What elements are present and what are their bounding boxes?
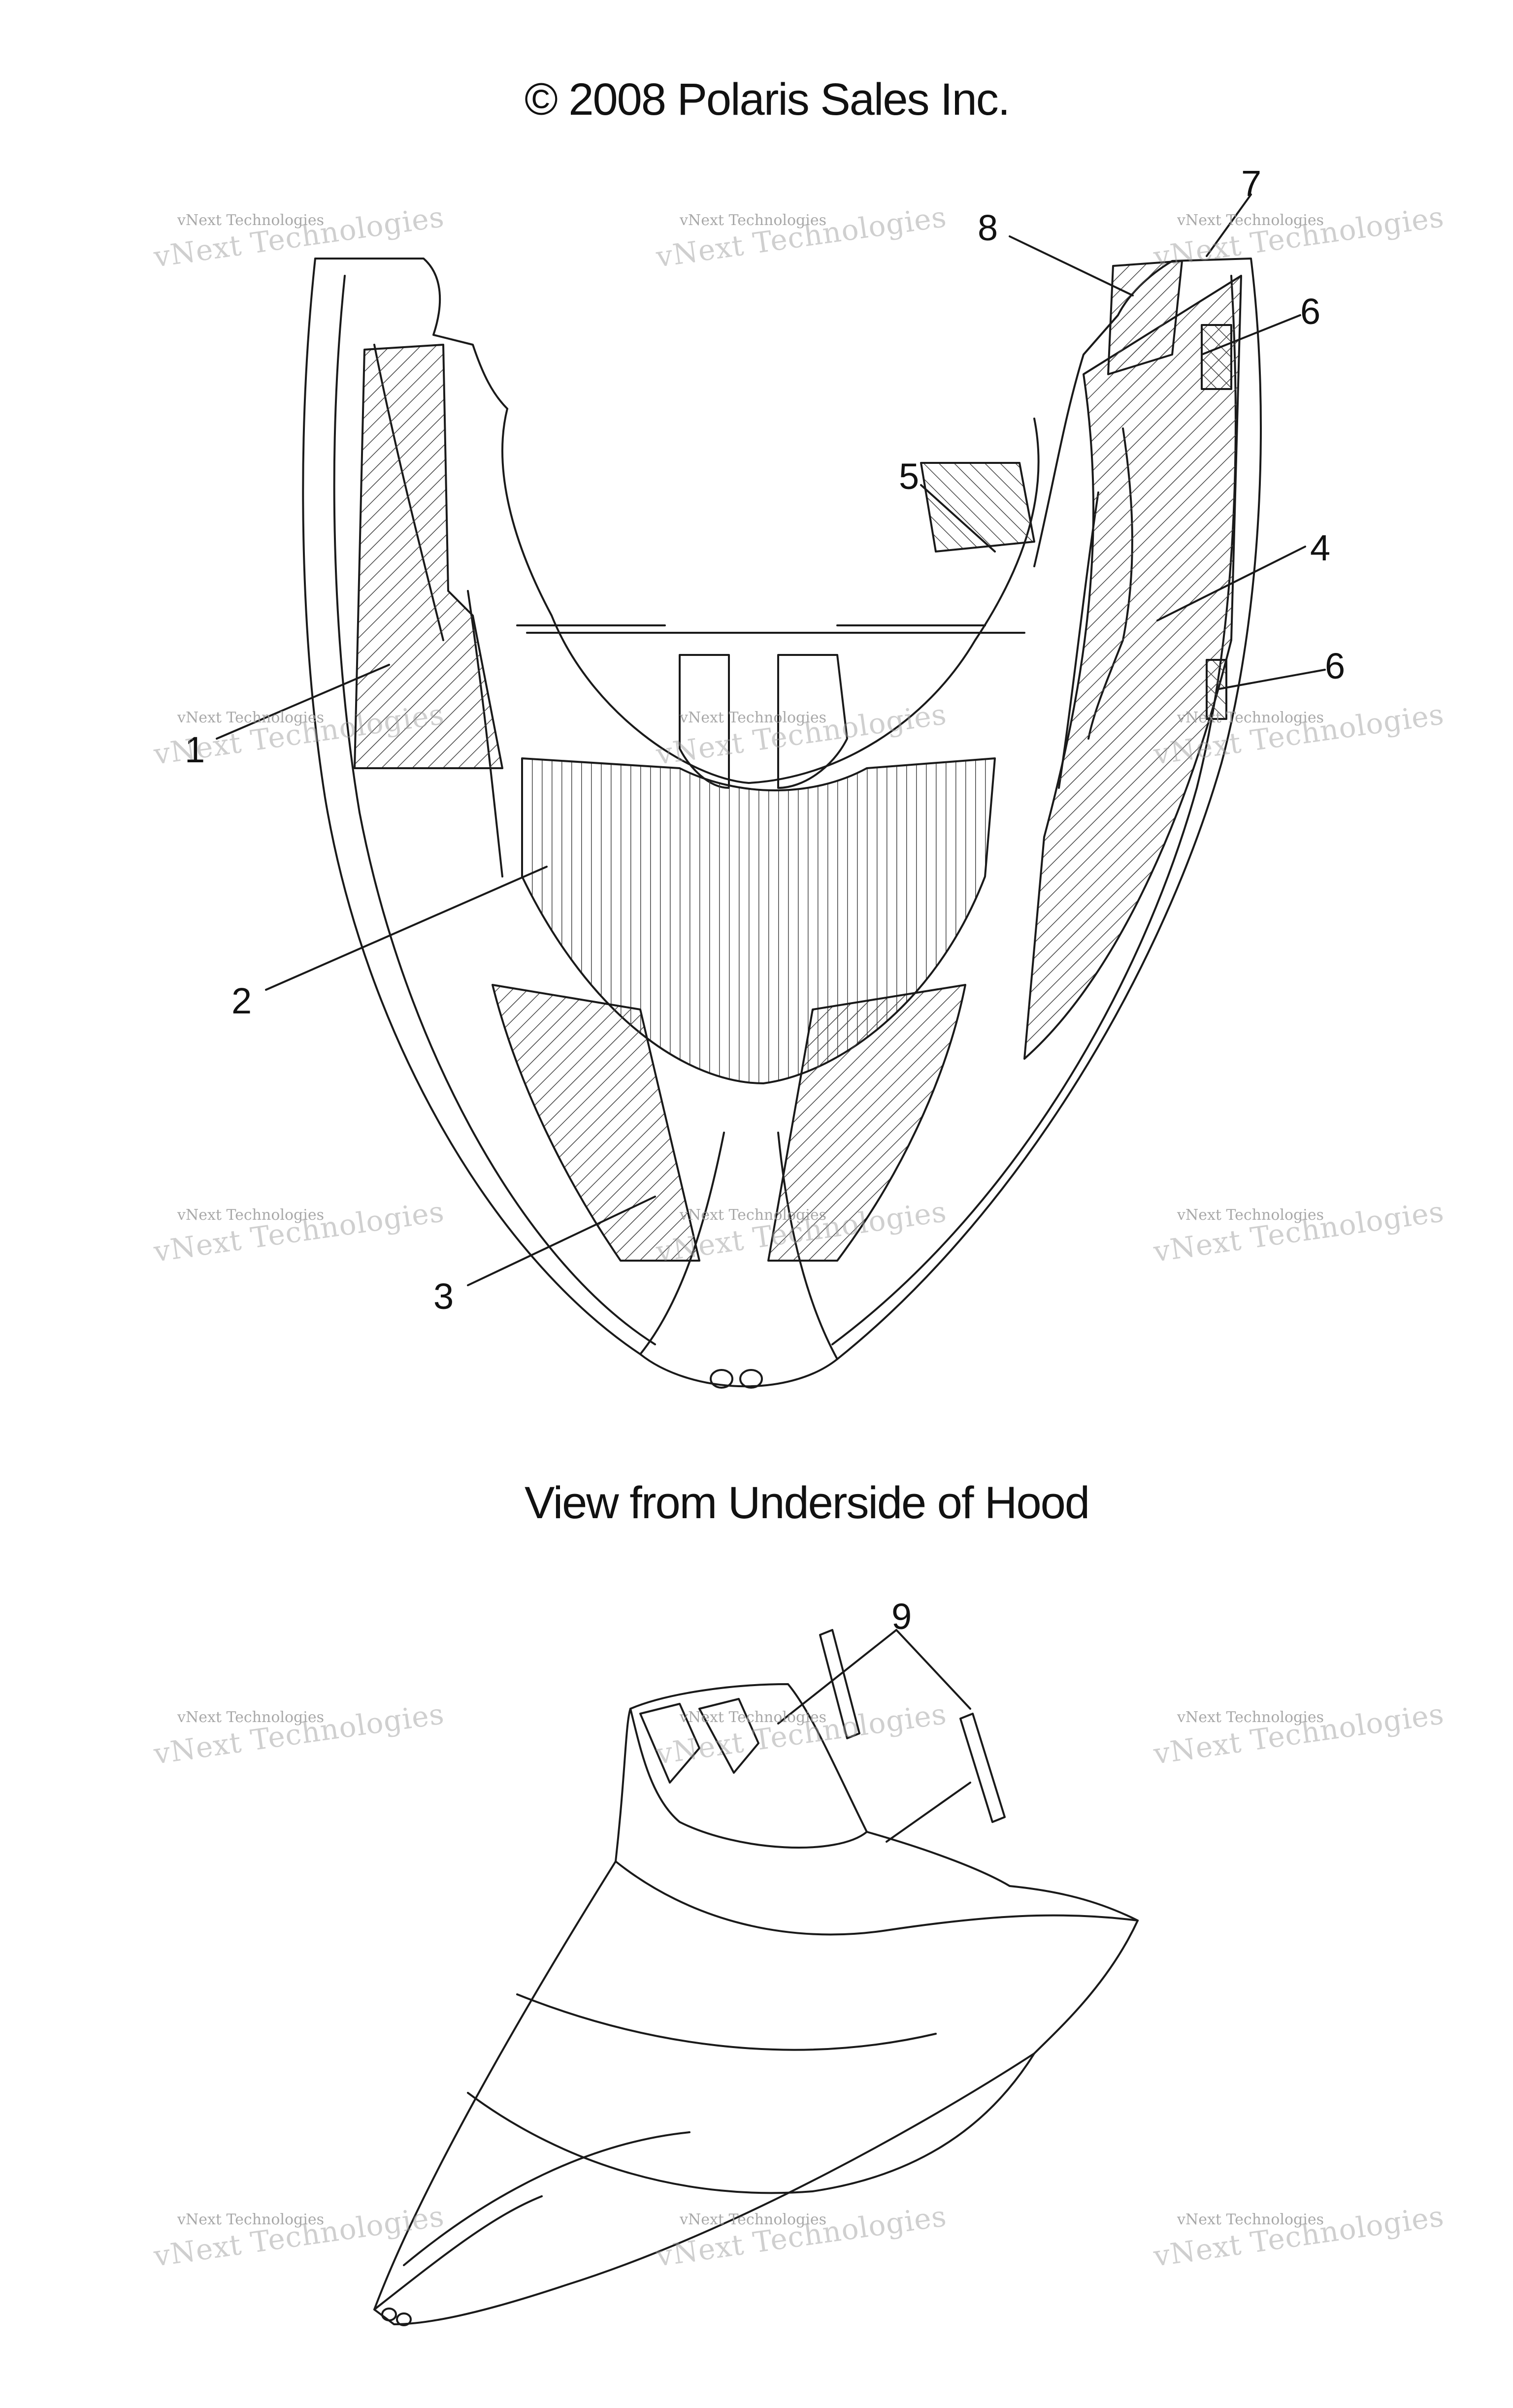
callout-6-lower: 6 (1325, 646, 1346, 686)
decal-5-area (920, 462, 1035, 553)
decal-8-area (1107, 260, 1183, 375)
view-caption: View from Underside of Hood (525, 1478, 1090, 1528)
callout-2: 2 (231, 980, 252, 1021)
decal-4-area (1023, 275, 1242, 1060)
callout-7: 7 (1241, 163, 1262, 204)
callout-6-upper: 6 (1300, 291, 1321, 332)
callout-4: 4 (1310, 527, 1331, 568)
callout-8: 8 (978, 207, 998, 248)
callout-5: 5 (899, 456, 920, 497)
decal-3-area (492, 984, 700, 1262)
decal-1-area (354, 344, 503, 769)
callout-3: 3 (433, 1276, 454, 1317)
callout-1: 1 (185, 729, 205, 770)
copyright-notice: © 2008 Polaris Sales Inc. (525, 74, 1010, 125)
decal-6-upper-area (1201, 324, 1232, 390)
strip-9-b (959, 1713, 1006, 1823)
strip-9-a (819, 1629, 860, 1739)
